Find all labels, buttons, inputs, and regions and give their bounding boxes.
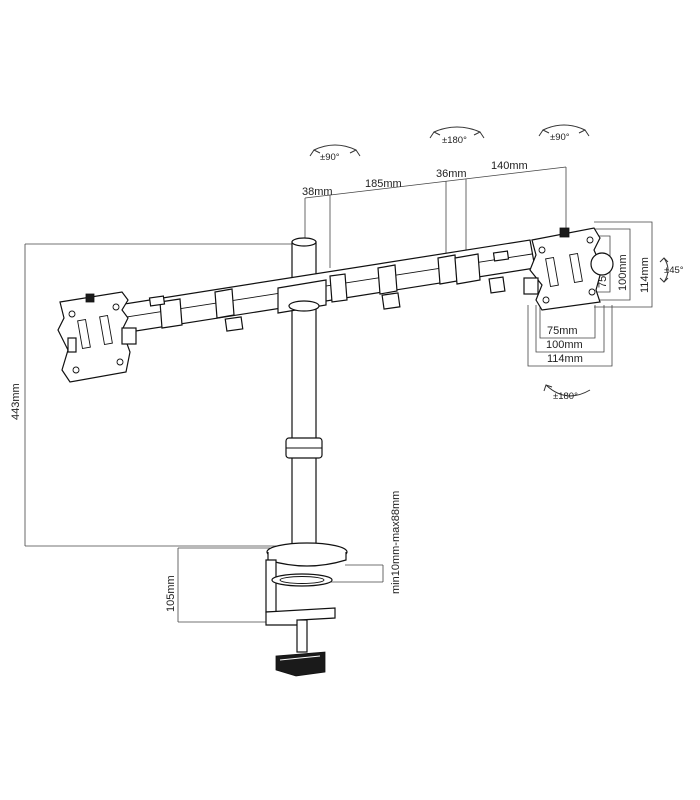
rotation-arm-mid-label: ±180° xyxy=(442,135,467,146)
rotation-arrow-icon xyxy=(429,126,485,139)
vesa-75-horizontal-label: 75mm xyxy=(547,325,578,337)
dim-105mm-label: 105mm xyxy=(165,575,177,612)
dim-140mm-label: 140mm xyxy=(491,160,528,172)
dim-443mm-label: 443mm xyxy=(10,383,22,420)
vesa-100-vertical-label: 100mm xyxy=(617,254,629,291)
rotation-arm-right-label: ±90° xyxy=(550,132,570,143)
desk-clamp xyxy=(265,542,348,677)
vesa-114-vertical-label: 114mm xyxy=(639,257,651,293)
vesa-100-horizontal-label: 100mm xyxy=(546,339,583,351)
rotation-indicators: ±90° ±180° ±90° ±45° ±180° xyxy=(309,124,684,402)
clamp-range-label: min10mm-max88mm xyxy=(390,491,402,594)
left-vesa-plate xyxy=(57,291,137,383)
tilt-arrow-icon xyxy=(659,257,669,283)
rotation-swivel-bottom-label: ±180° xyxy=(553,391,578,402)
dimension-labels: 38mm 185mm 36mm 140mm 443mm 105mm min10m… xyxy=(10,160,651,612)
dimension-lines xyxy=(24,166,653,623)
dual-arm xyxy=(117,239,536,334)
dim-185mm-label: 185mm xyxy=(365,178,402,190)
tilt-label: ±45° xyxy=(664,265,684,276)
rotation-arrow-icon xyxy=(543,384,591,397)
rotation-arrow-icon xyxy=(538,124,590,137)
dim-38mm-label: 38mm xyxy=(302,186,333,198)
rotation-arrow-icon xyxy=(309,144,361,157)
rotation-arm-left-label: ±90° xyxy=(320,152,340,163)
dim-36mm-label: 36mm xyxy=(436,168,467,180)
vesa-114-horizontal-label: 114mm xyxy=(547,353,583,365)
right-vesa-plate xyxy=(523,227,614,311)
